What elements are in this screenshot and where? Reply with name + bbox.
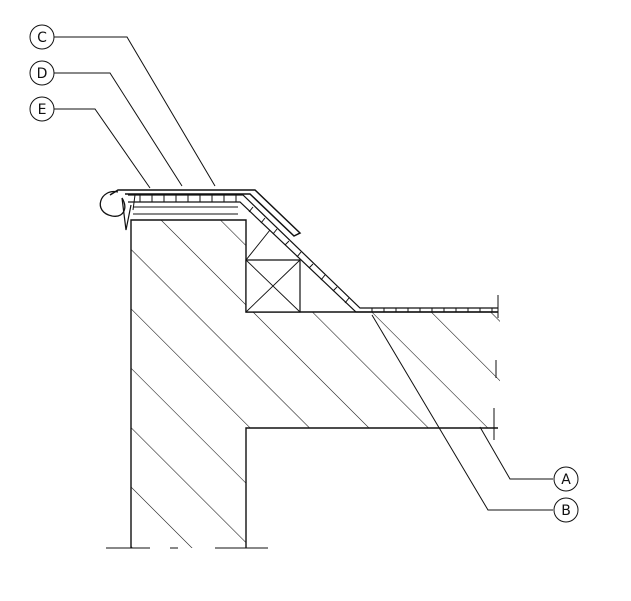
- metal-coping: [99, 189, 302, 237]
- callout-e: E: [29, 96, 55, 122]
- callout-a: A: [553, 466, 579, 492]
- membrane-layers: [128, 194, 498, 313]
- callout-e-label: E: [38, 102, 47, 118]
- callout-c-label: C: [37, 30, 47, 46]
- callout-b-label: B: [561, 503, 571, 519]
- leader-lines: [54, 36, 553, 511]
- callout-c: C: [29, 24, 55, 50]
- callout-d-label: D: [37, 66, 48, 82]
- wall-section: [106, 219, 500, 549]
- callout-a-label: A: [561, 472, 571, 488]
- timber-block: [245, 220, 301, 313]
- callout-b: B: [553, 497, 579, 523]
- callout-d: D: [29, 60, 55, 86]
